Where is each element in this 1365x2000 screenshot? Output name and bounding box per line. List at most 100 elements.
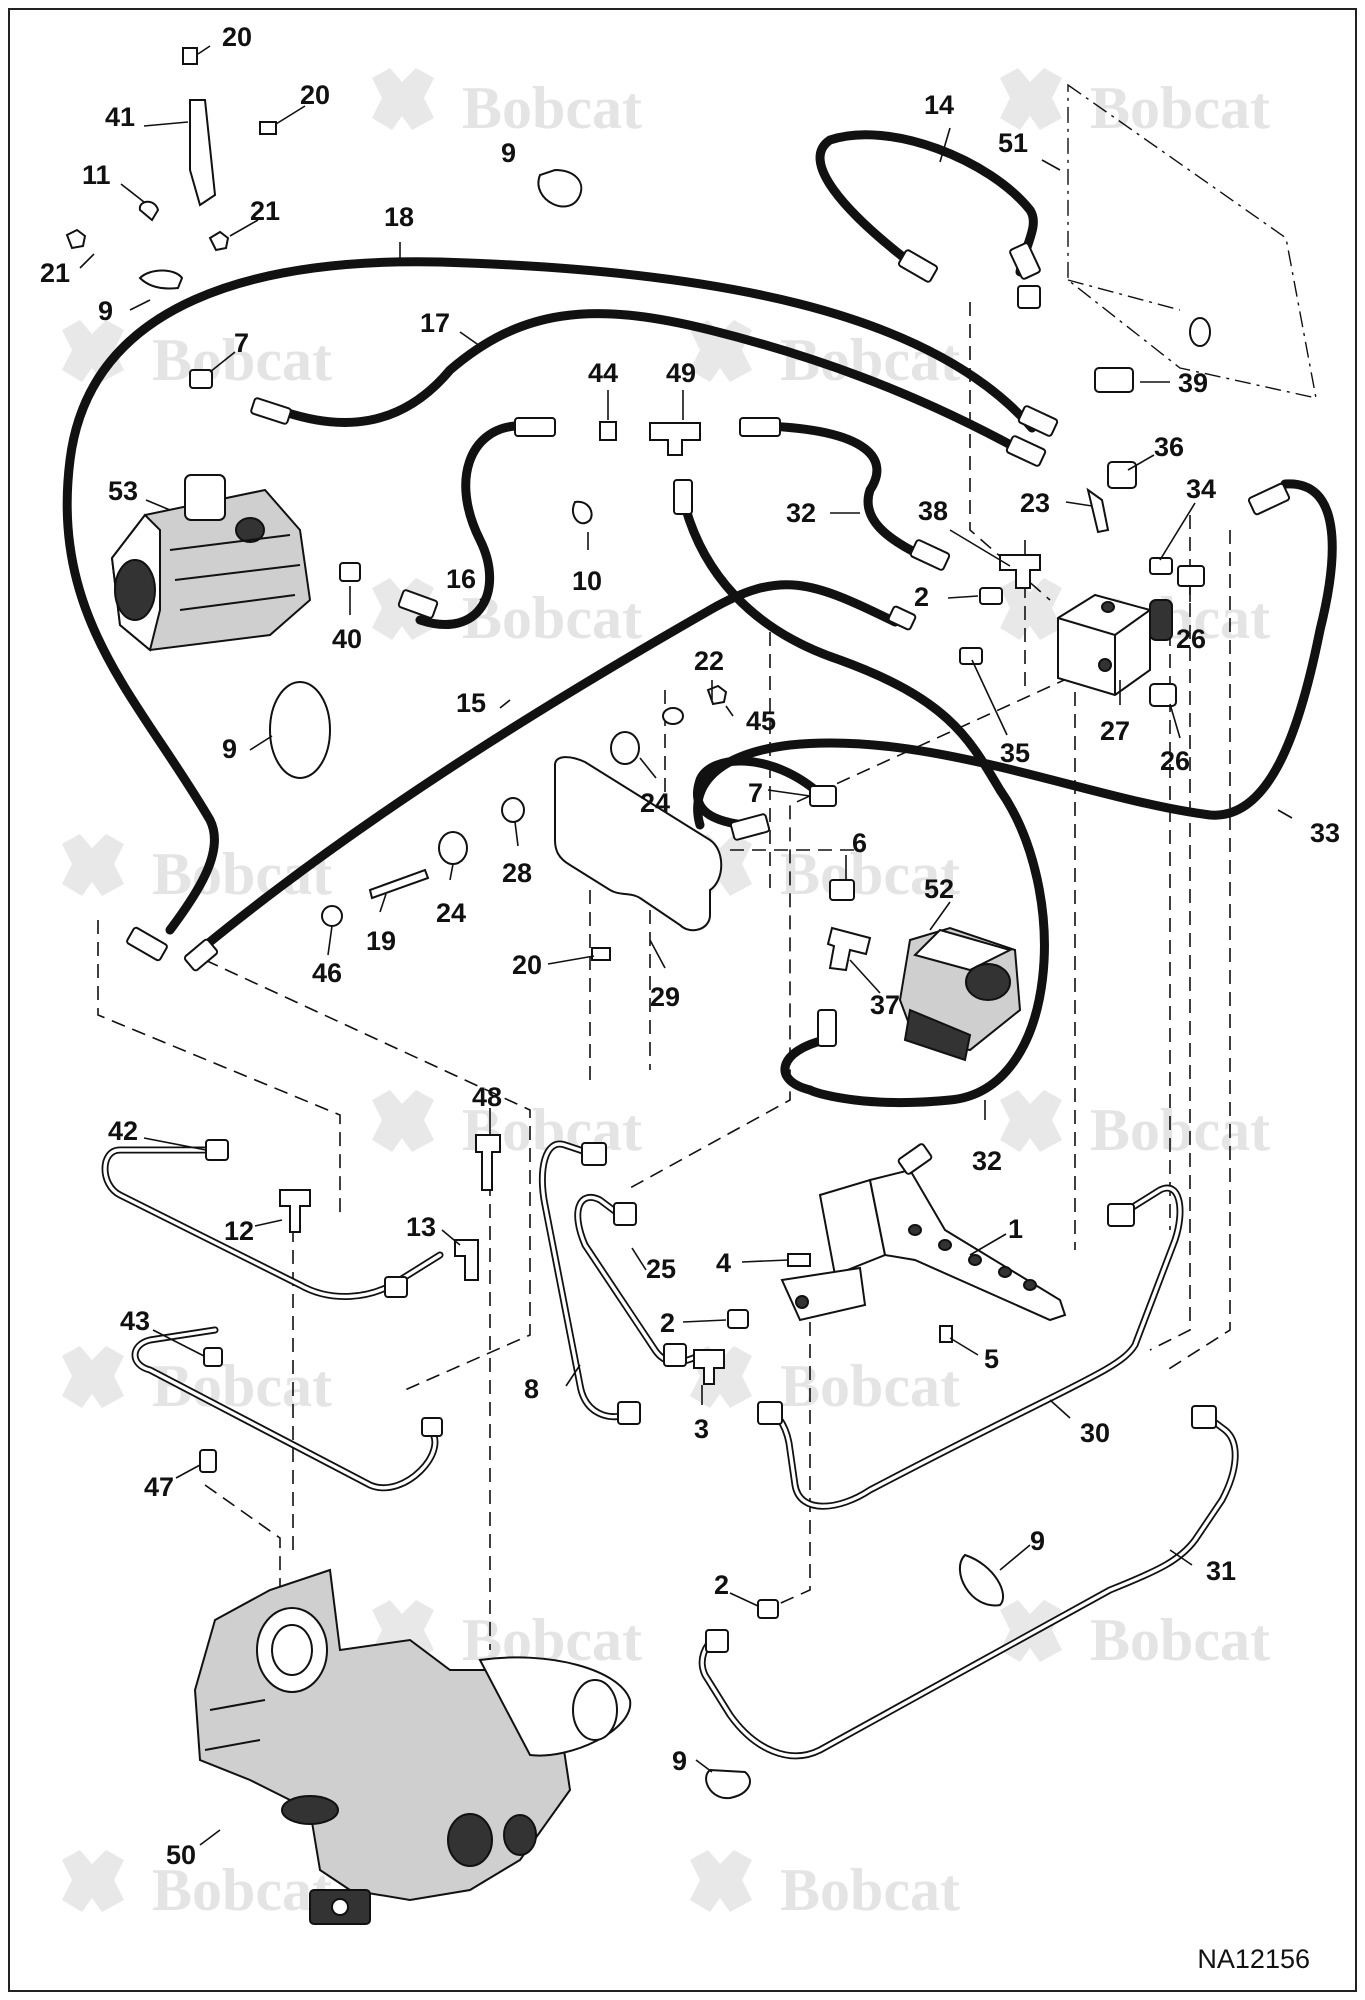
- nut-46: [321, 905, 343, 927]
- clamp-10: [571, 500, 593, 525]
- bolt-4: [787, 1253, 811, 1267]
- nut-21: [208, 230, 230, 252]
- callout-label-c36: 36: [1154, 432, 1184, 462]
- hose-end-fitting: [909, 539, 951, 571]
- watermark-logo: [372, 68, 434, 130]
- watermark-logo: [62, 834, 124, 896]
- elbow-fitting: [1017, 285, 1041, 309]
- callout-label-c46: 46: [312, 958, 342, 988]
- elbow-fitting-13: [454, 1239, 479, 1281]
- watermark-text: Bobcat: [780, 1857, 960, 1923]
- tube-nut: [757, 1401, 783, 1425]
- callout-label-c23: 23: [1020, 488, 1050, 518]
- tube-nut: [613, 1202, 637, 1226]
- hose-15: [195, 580, 900, 955]
- spacer-24: [438, 831, 468, 865]
- pump-53: [110, 474, 312, 652]
- callout-label-c20b: 20: [300, 80, 330, 110]
- hose-lines: [62, 130, 1337, 1108]
- nut-45: [706, 684, 728, 706]
- callout-label-c9c: 9: [222, 734, 237, 764]
- elbow-fitting-7: [189, 369, 213, 389]
- callout-label-c28: 28: [502, 858, 532, 888]
- callout-label-c14: 14: [924, 90, 954, 120]
- hose-end-fitting: [183, 938, 219, 972]
- callout-label-c11: 11: [82, 160, 111, 190]
- elbow-fitting-23: [1086, 487, 1110, 534]
- callout-label-c33: 33: [1310, 818, 1340, 848]
- callout-label-c39: 39: [1178, 368, 1208, 398]
- bolt-19: [368, 868, 430, 900]
- adapter-fitting-40: [339, 562, 361, 582]
- callout-label-c27: 27: [1100, 716, 1130, 746]
- watermark-logo: [690, 1850, 752, 1912]
- adapter-fitting-2: [757, 1599, 779, 1619]
- hose-end-fitting: [817, 1009, 837, 1047]
- callout-label-c15: 15: [456, 688, 486, 718]
- hose-32-lower: [678, 493, 1049, 1108]
- union-fitting-44: [599, 421, 617, 441]
- hose-end-fitting: [1247, 482, 1291, 516]
- callout-label-c30: 30: [1080, 1418, 1110, 1448]
- callout-label-c12: 12: [224, 1216, 254, 1246]
- drawing-number: NA12156: [1197, 1944, 1310, 1974]
- callout-label-c47: 47: [144, 1472, 174, 1502]
- hose-end-fitting: [1005, 435, 1047, 467]
- hose-17: [280, 309, 1025, 455]
- callout-label-c31: 31: [1206, 1556, 1236, 1586]
- callout-label-c37: 37: [870, 990, 900, 1020]
- callout-label-c45: 45: [746, 706, 776, 736]
- hose-end-fitting: [739, 417, 781, 437]
- callout-label-c3: 3: [694, 1414, 709, 1444]
- adapter-fitting-47: [199, 1449, 217, 1473]
- tube-nut: [581, 1142, 607, 1166]
- valve-block-27: [1057, 593, 1173, 697]
- hose-32-lower-tail: [780, 1035, 830, 1095]
- callout-label-c22: 22: [694, 646, 724, 676]
- callout-label-c26b: 26: [1160, 746, 1190, 776]
- watermark-logo: [372, 1090, 434, 1152]
- adapter-fitting-26: [1149, 683, 1177, 707]
- callout-label-c24a: 24: [640, 788, 670, 818]
- hose-end-fitting: [397, 589, 439, 619]
- tube-nut: [384, 1276, 408, 1298]
- hardware: [65, 47, 1005, 1800]
- clamp-9-ring: [269, 681, 331, 779]
- tee-fitting-37: [826, 926, 872, 972]
- watermark-text: Bobcat: [152, 327, 332, 393]
- hose-16: [415, 421, 520, 629]
- diagram-frame: Bobcat Bobcat Bobcat Bobcat Bobcat Bobca…: [8, 8, 1357, 1992]
- callout-label-c38: 38: [918, 496, 948, 526]
- callout-label-c21a: 21: [40, 258, 70, 288]
- watermark-text: Bobcat: [1090, 1607, 1270, 1673]
- bolt-20: [591, 947, 611, 961]
- callout-label-c53: 53: [108, 476, 138, 506]
- watermark-logo: [1000, 68, 1062, 130]
- clamp-9: [705, 1768, 751, 1800]
- callout-label-c7b: 7: [748, 778, 763, 808]
- callout-label-c51: 51: [998, 128, 1028, 158]
- watermark-text: Bobcat: [462, 585, 642, 651]
- watermark-text: Bobcat: [780, 841, 960, 907]
- pedal-assembly-1: [780, 1143, 1067, 1322]
- callout-label-c52: 52: [924, 874, 954, 904]
- tube-lines: [101, 1140, 1239, 1760]
- hose-end-fitting: [729, 813, 771, 841]
- callout-label-c41: 41: [105, 102, 135, 132]
- leader-lines: [79, 45, 1293, 1846]
- clamp-11: [138, 200, 160, 222]
- tee-fitting-38: [999, 554, 1041, 589]
- plug-51: [1189, 317, 1211, 347]
- callout-label-c13: 13: [406, 1212, 436, 1242]
- tee-fitting-49: [649, 422, 701, 456]
- watermark-logo: [62, 1850, 124, 1912]
- adapter-fitting-35: [959, 647, 983, 665]
- clamp-9: [537, 168, 583, 208]
- callout-label-c18: 18: [384, 202, 414, 232]
- tube-nut: [1191, 1405, 1217, 1429]
- hose-33: [693, 479, 1337, 830]
- callout-label-c25: 25: [646, 1254, 676, 1284]
- spacer-24: [610, 731, 640, 765]
- tee-fitting-48: [475, 1134, 501, 1191]
